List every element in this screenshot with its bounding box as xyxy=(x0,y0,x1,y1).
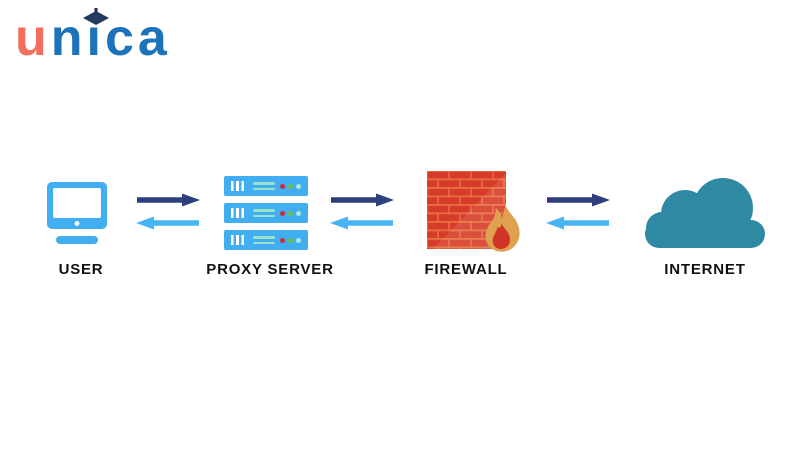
server-lines xyxy=(253,236,275,244)
arrow-left-icon xyxy=(136,216,199,230)
server-leds xyxy=(280,237,301,243)
connection-user-proxy xyxy=(136,193,200,230)
connection-firewall-internet xyxy=(546,193,610,230)
node-label-proxy-server: PROXY SERVER xyxy=(206,261,334,278)
node-label-firewall: FIREWALL xyxy=(424,261,508,278)
server-vents xyxy=(231,208,244,218)
arrow-right-icon xyxy=(547,193,610,207)
cloud-icon xyxy=(645,178,765,248)
connection-proxy-firewall xyxy=(330,193,394,230)
node-label-user: USER xyxy=(58,261,104,278)
server-unit xyxy=(224,203,308,223)
server-unit xyxy=(224,176,308,196)
server-leds xyxy=(280,183,301,189)
brick-wall-flame-icon xyxy=(427,171,520,252)
logo-letter-i: i xyxy=(82,8,109,64)
logo-letters-ca: ca xyxy=(104,9,171,67)
server-leds xyxy=(280,210,301,216)
arrow-left-icon xyxy=(330,216,393,230)
server-lines xyxy=(253,182,275,190)
monitor-icon xyxy=(47,182,107,244)
server-vents xyxy=(231,235,244,245)
arrow-right-icon xyxy=(331,193,394,207)
logo-letter-u: u xyxy=(15,9,51,67)
arrow-left-icon xyxy=(546,216,609,230)
unica-logo: un ica xyxy=(15,8,171,67)
node-label-internet: INTERNET xyxy=(664,261,746,278)
server-unit xyxy=(224,230,308,250)
server-lines xyxy=(253,209,275,217)
arrow-right-icon xyxy=(137,193,200,207)
flame-icon xyxy=(485,204,520,252)
server-stack-icon xyxy=(224,176,308,250)
logo-letter-n: n xyxy=(50,9,87,67)
graduation-cap-icon xyxy=(82,8,109,25)
server-vents xyxy=(231,181,244,191)
